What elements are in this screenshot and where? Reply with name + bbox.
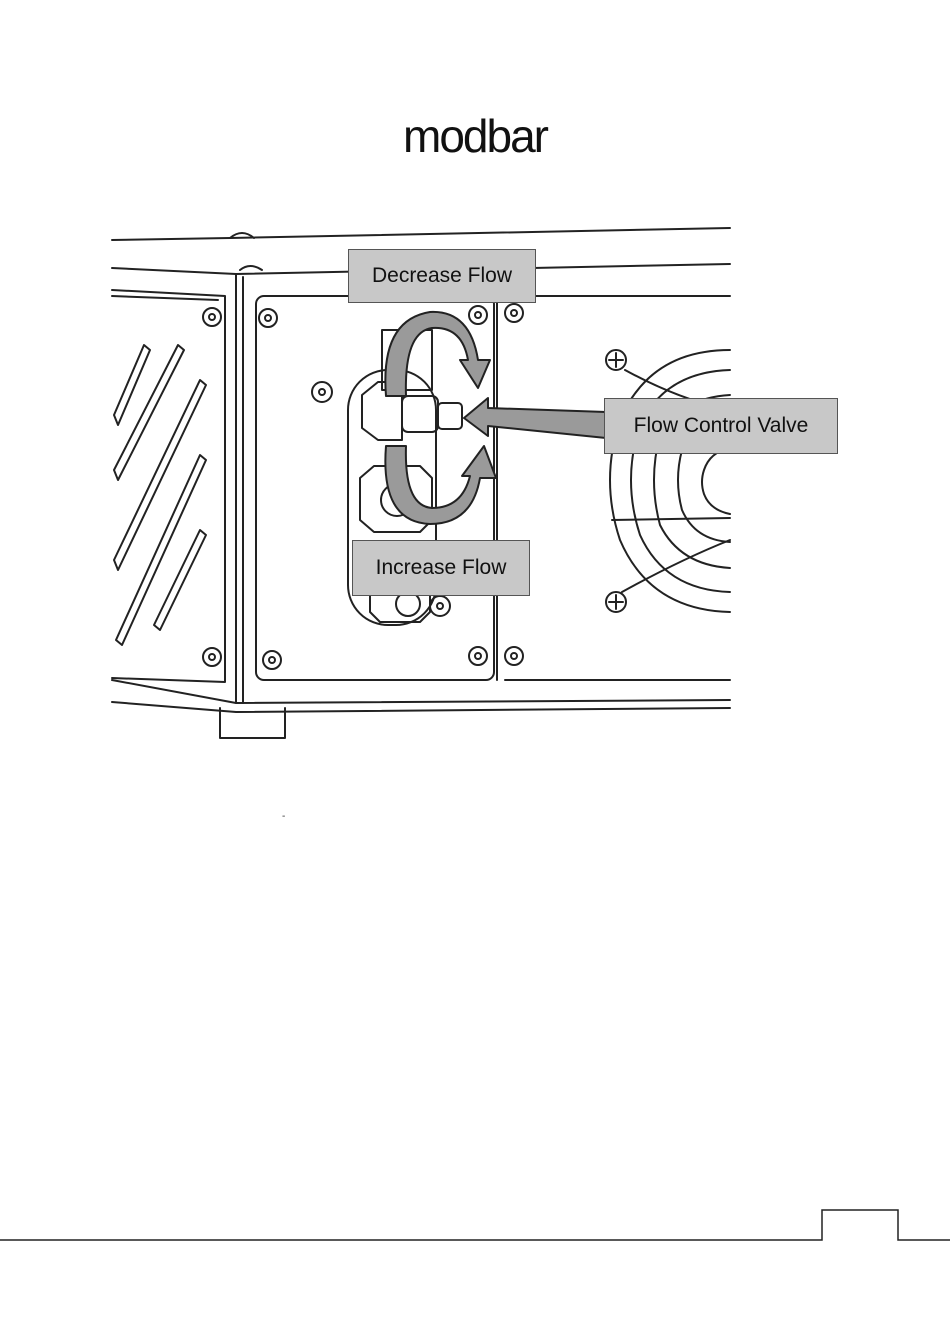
logo-wordmark: modbar: [403, 112, 549, 162]
footer-rule: [0, 1208, 950, 1248]
decrease-rotation-arrow: [385, 312, 490, 396]
valve-pointer-arrow: [464, 398, 606, 438]
flow-control-valve-label: Flow Control Valve: [604, 398, 838, 454]
page-number-tab: [0, 1210, 950, 1240]
increase-flow-label: Increase Flow: [352, 540, 530, 596]
stray-dash-mark: -: [282, 812, 285, 822]
fan-guard: [610, 350, 730, 612]
increase-rotation-arrow: [385, 446, 496, 524]
louver-slots: [114, 345, 206, 645]
decrease-flow-label: Decrease Flow: [348, 249, 536, 303]
brand-logo: modbar: [0, 112, 950, 162]
